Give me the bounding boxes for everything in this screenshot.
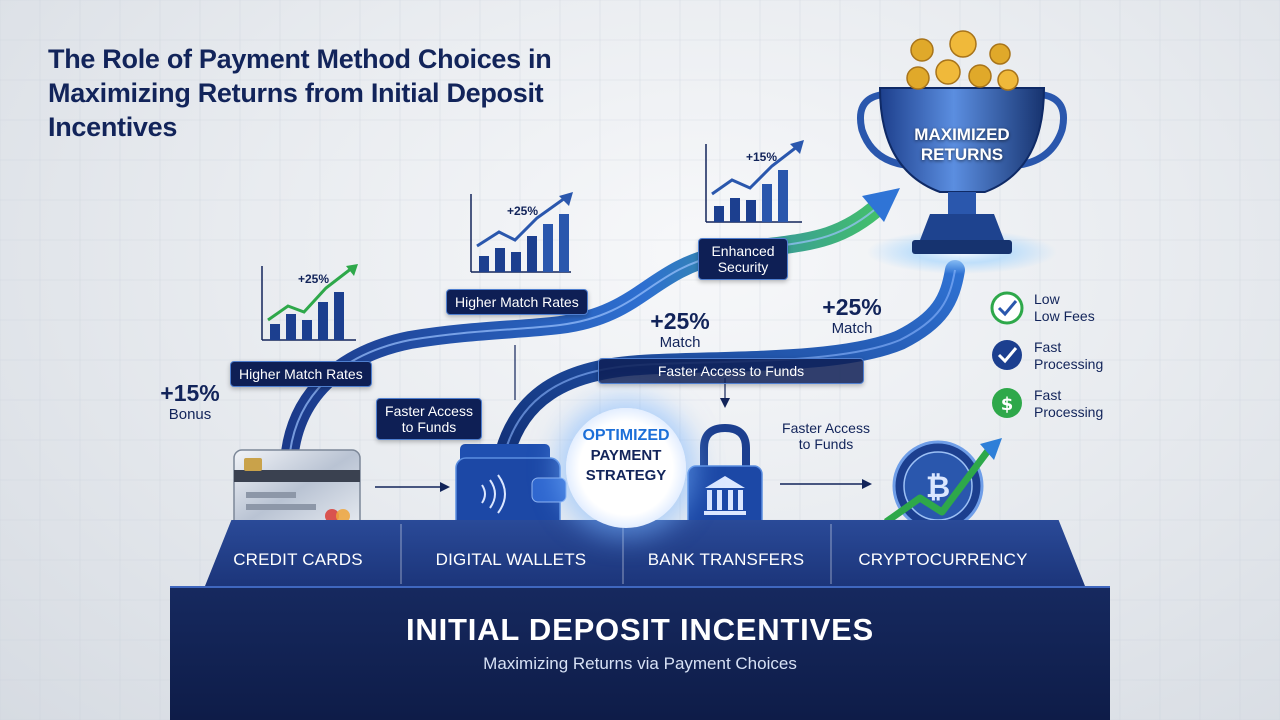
- growth-chart-2: +25%: [465, 190, 580, 276]
- benefit-line-2: Processing: [1034, 404, 1104, 420]
- method-arrow-1-head: [440, 482, 450, 492]
- higher-match-rates-label-2: Higher Match Rates: [446, 289, 588, 315]
- title-line-2: Maximizing Returns from Initial Deposit: [48, 78, 544, 108]
- svg-text:₿: ₿: [926, 470, 950, 505]
- growth-chart-1: +25%: [256, 262, 366, 344]
- dollar-circle-icon: $: [992, 388, 1022, 418]
- faster-access-label-box: Faster Access to Funds: [376, 398, 482, 440]
- bar-growth-icon: [261, 264, 358, 341]
- bar-growth-icon: [470, 192, 573, 273]
- method-label-credit-cards: CREDIT CARDS: [233, 550, 363, 569]
- bar-growth-icon: [705, 140, 804, 223]
- trophy-icon: [857, 30, 1067, 254]
- match-stat-2: +25% Match: [812, 294, 892, 338]
- faster-access-plain-line-2: to Funds: [798, 436, 854, 452]
- bonus-stat: +15% Bonus: [150, 380, 230, 424]
- check-badge-icon: [992, 340, 1022, 370]
- bonus-value: +15%: [160, 380, 220, 406]
- crypto-coin-icon: ₿: [883, 438, 1002, 532]
- benefit-text: Fast Processing: [1034, 387, 1103, 421]
- chart-2-percent: +25%: [507, 204, 539, 218]
- method-label-bank-transfers: BANK TRANSFERS: [647, 550, 805, 569]
- connector-arrowhead: [720, 398, 730, 408]
- bonus-label: Bonus: [168, 406, 212, 423]
- badge-line-2: PAYMENT: [590, 447, 662, 464]
- benefit-item-low-fees: Low Low Fees: [990, 291, 1140, 331]
- benefit-line-1: Fast: [1034, 387, 1062, 403]
- benefit-line-2: Low Fees: [1034, 308, 1095, 324]
- benefit-item-fast-processing: Fast Processing: [990, 339, 1140, 379]
- trophy-line-1: MAXIMIZED: [914, 125, 1010, 144]
- svg-text:$: $: [1001, 394, 1014, 415]
- enhanced-security-line-1: Enhanced: [711, 243, 775, 259]
- pedestal-divider: [400, 524, 402, 584]
- match-1-value: +25%: [650, 308, 710, 334]
- badge-line-3: STRATEGY: [585, 467, 667, 484]
- pedestal-divider: [830, 524, 832, 584]
- base-title: INITIAL DEPOSIT INCENTIVES: [405, 612, 875, 647]
- title-line-3: Incentives: [48, 112, 178, 142]
- benefit-text: Fast Processing: [1034, 339, 1103, 373]
- chart-3-percent: +15%: [746, 150, 778, 164]
- optimized-strategy-badge: OPTIMIZED PAYMENT STRATEGY: [566, 408, 686, 528]
- faster-access-box-line-1: Faster Access: [385, 403, 473, 419]
- match-stat-1: +25% Match: [640, 308, 720, 352]
- badge-line-1: OPTIMIZED: [582, 427, 670, 444]
- bank-lock-icon: [687, 423, 763, 531]
- faster-access-plain-label: Faster Access to Funds: [770, 420, 882, 452]
- wallet-icon: [455, 444, 567, 531]
- chart-1-percent: +25%: [298, 272, 330, 286]
- faster-access-wide-label: Faster Access to Funds: [598, 358, 864, 384]
- higher-match-rates-label-1: Higher Match Rates: [230, 361, 372, 387]
- page-title: The Role of Payment Method Choices in Ma…: [48, 42, 708, 144]
- maximized-returns-label: MAXIMIZED RETURNS: [892, 125, 1032, 165]
- title-line-1: The Role of Payment Method Choices in: [48, 44, 552, 74]
- benefit-text: Low Low Fees: [1034, 291, 1095, 325]
- match-2-value: +25%: [822, 294, 882, 320]
- pedestal-top: [205, 520, 1085, 586]
- method-label-cryptocurrency: CRYPTOCURRENCY: [858, 550, 1028, 569]
- faster-access-plain-line-1: Faster Access: [782, 420, 870, 436]
- benefit-line-1: Low: [1034, 291, 1060, 307]
- benefit-item-fast-processing-2: Fast Processing: [990, 387, 1140, 427]
- pedestal-front: [170, 586, 1110, 720]
- enhanced-security-label: Enhanced Security: [698, 238, 788, 280]
- benefit-line-1: Fast: [1034, 339, 1062, 355]
- benefit-line-2: Processing: [1034, 356, 1104, 372]
- check-circle-icon: [990, 291, 1024, 325]
- method-arrow-2-head: [862, 479, 872, 489]
- base-subtitle: Maximizing Returns via Payment Choices: [483, 654, 797, 673]
- trophy-line-2: RETURNS: [920, 145, 1004, 164]
- faster-access-box-line-2: to Funds: [401, 419, 457, 435]
- growth-chart-3: +15%: [700, 140, 810, 226]
- credit-card-icon: [233, 449, 361, 531]
- enhanced-security-line-2: Security: [717, 259, 769, 275]
- method-label-digital-wallets: DIGITAL WALLETS: [435, 550, 587, 569]
- main-ribbon-arrowhead: [862, 188, 900, 222]
- pedestal-divider: [622, 524, 624, 584]
- match-1-label: Match: [659, 334, 701, 351]
- match-2-label: Match: [831, 320, 873, 337]
